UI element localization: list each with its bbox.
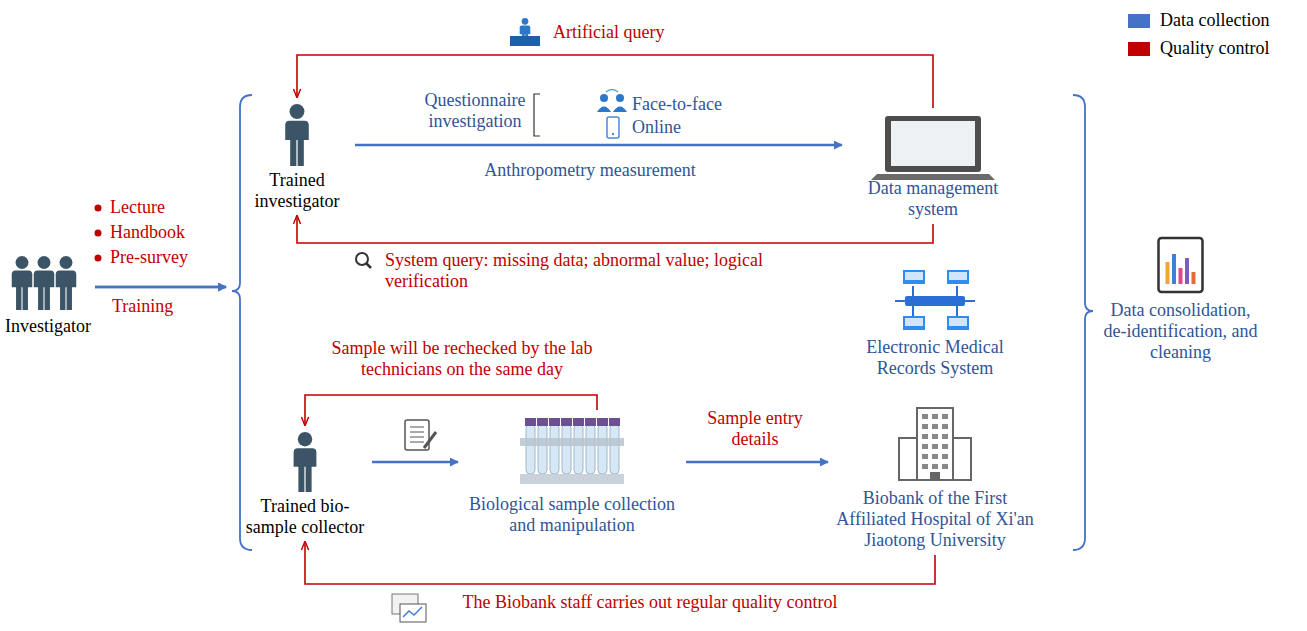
legend-text: Quality control (1160, 38, 1269, 59)
node-caption: Trained bio-sample collector (242, 496, 368, 538)
flow-connector (355, 144, 842, 147)
method-option: Online (632, 117, 742, 138)
connector-label: Anthropometry measurement (455, 160, 725, 181)
system-node: Data management system (848, 112, 1018, 220)
legend-text: Data collection (1160, 10, 1269, 31)
person-node: Trained bio-sample collector (242, 428, 368, 538)
node-caption: Biological sample collection and manipul… (462, 494, 682, 536)
person-icon (12, 256, 33, 310)
monitoring-icon (392, 594, 426, 622)
form-icon (405, 420, 436, 450)
magnifier-icon (356, 253, 371, 268)
system-node: Electronic Medical Records System (850, 265, 1020, 379)
flow-connector (297, 216, 933, 243)
network-icon (895, 270, 975, 330)
method-label: Questionnaire investigation (420, 90, 530, 132)
training-item: Handbook (110, 222, 200, 243)
flow-connector (305, 542, 935, 584)
phone-icon (607, 117, 619, 138)
output-node: Data consolidation, de-identification, a… (1098, 232, 1263, 363)
group-bracket (232, 95, 252, 550)
bullet-dot (95, 205, 102, 212)
group-bracket (1073, 95, 1093, 550)
method-option: Face-to-face (632, 94, 742, 115)
person-icon (56, 256, 77, 310)
flow-connector (686, 461, 828, 464)
investigator-group: Investigator (5, 250, 91, 337)
bullet-dot (95, 255, 102, 262)
biobank-node: Biobank of the First Affiliated Hospital… (832, 402, 1038, 551)
legend-swatch (1128, 14, 1150, 28)
face-to-face-icon (597, 90, 627, 113)
flow-connector (372, 461, 458, 464)
training-item: Lecture (110, 197, 200, 218)
node-caption: Data consolidation, de-identification, a… (1098, 300, 1263, 363)
person-node: Trained investigator (247, 100, 347, 212)
laptop-icon (871, 116, 995, 180)
flow-connector (95, 286, 226, 289)
building-icon (899, 408, 971, 480)
connector-label: Artificial query (553, 22, 703, 43)
node-caption: Data management system (848, 178, 1018, 220)
connector-label: System query: missing data; abnormal val… (385, 250, 835, 292)
node-caption: Electronic Medical Records System (850, 337, 1020, 379)
training-item: Pre-survey (110, 247, 205, 268)
legend-swatch (1128, 42, 1150, 56)
connector-label: The Biobank staff carries out regular qu… (420, 592, 880, 613)
sample-node: Biological sample collection and manipul… (462, 412, 682, 536)
connector-label: Sample entry details (700, 408, 810, 450)
person-icon (34, 256, 55, 310)
chart-icon (1159, 238, 1203, 292)
person-icon (285, 104, 309, 166)
person-icon (294, 432, 317, 492)
node-caption: Trained investigator (247, 170, 347, 212)
test-tube-rack (520, 418, 624, 484)
connector-label: Training (112, 296, 202, 317)
flow-connector (95, 286, 226, 289)
connector-label: Sample will be rechecked by the lab tech… (312, 338, 612, 380)
option-bracket (534, 94, 540, 136)
flow-connector (297, 55, 933, 108)
flow-connector (305, 395, 597, 425)
node-caption: Biobank of the First Affiliated Hospital… (832, 488, 1038, 551)
query-person-icon (510, 18, 540, 46)
node-caption: Investigator (5, 316, 91, 337)
bullet-dot (95, 230, 102, 237)
